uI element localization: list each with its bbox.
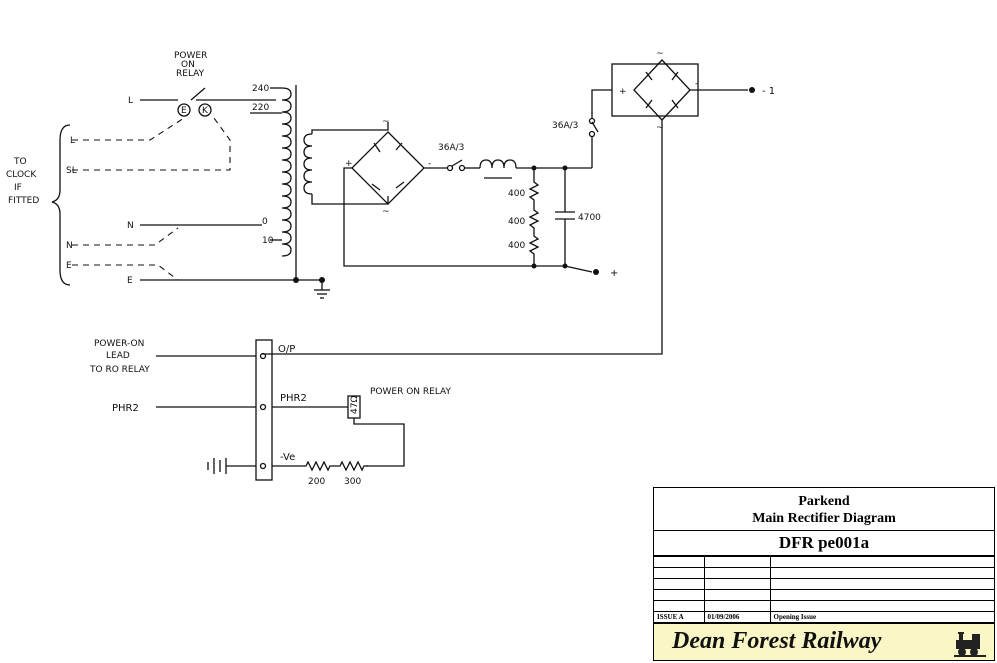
clock-note-line2: CLOCK bbox=[6, 170, 37, 180]
fuse-1-label: 36A/3 bbox=[438, 143, 464, 153]
bridge-2-ac-top: ~ bbox=[656, 49, 664, 59]
tap-240-label: 240 bbox=[252, 84, 269, 94]
relay-contact-e bbox=[177, 103, 191, 117]
resistor-3-label: 400 bbox=[508, 241, 525, 251]
revision-row bbox=[654, 600, 994, 612]
power-on-lead-line1: POWER-ON bbox=[94, 339, 144, 349]
input-l-top-label: L bbox=[128, 96, 133, 106]
title-location: Parkend bbox=[798, 494, 850, 509]
revision-issue: ISSUE A bbox=[654, 611, 705, 623]
clock-note-line3: IF bbox=[14, 183, 22, 193]
railway-name: Dean Forest Railway bbox=[672, 628, 882, 654]
transformer bbox=[281, 85, 389, 257]
railway-banner: Dean Forest Railway bbox=[654, 623, 994, 660]
input-e-bottom-label: E bbox=[127, 276, 133, 286]
terminal-strip-section: POWER-ON LEAD TO RO RELAY O/P PHR2 PHR2 … bbox=[89, 339, 452, 487]
terminal-op-label: O/P bbox=[278, 344, 295, 355]
revision-row bbox=[654, 589, 994, 601]
title-block-header: Parkend Main Rectifier Diagram bbox=[654, 488, 994, 531]
bridge-2-ac-bottom: ~ bbox=[656, 123, 664, 133]
bridge-1-ac-top: ~ bbox=[382, 117, 390, 127]
power-on-relay-top-line1: POWER bbox=[174, 51, 207, 61]
revision-date: 01/09/2006 bbox=[703, 611, 771, 623]
input-l-label: L bbox=[70, 136, 75, 146]
bridge-rectifier-1: ~ ~ + - bbox=[343, 117, 565, 267]
relay-contact-k-label: K bbox=[202, 106, 209, 116]
resistor-1-label: 400 bbox=[508, 189, 525, 199]
revision-description: Opening Issue bbox=[769, 611, 994, 623]
revision-table: ISSUE A 01/09/2006 Opening Issue bbox=[654, 556, 994, 623]
resistor-200-label: 200 bbox=[308, 477, 325, 487]
clock-note-line4: FITTED bbox=[8, 196, 39, 206]
input-e-label: E bbox=[66, 261, 72, 271]
power-on-relay-top-line3: RELAY bbox=[176, 69, 205, 79]
relay-contact-k bbox=[198, 103, 212, 117]
bridge-1-minus: - bbox=[428, 159, 431, 169]
fuse-2-label: 36A/3 bbox=[552, 121, 578, 131]
title-drawing-name: Main Rectifier Diagram bbox=[752, 511, 896, 526]
output-minus-label: - 1 bbox=[762, 86, 775, 97]
dc-output-section: 36A/3 400 400 400 4700 + 36A/3 bbox=[424, 89, 618, 279]
tap-0-label: 0 bbox=[262, 217, 268, 227]
drawing-number: DFR pe001a bbox=[654, 531, 994, 556]
resistor-300-label: 300 bbox=[344, 477, 361, 487]
revision-row-issue-a: ISSUE A 01/09/2006 Opening Issue bbox=[654, 611, 994, 623]
locomotive-logo-icon bbox=[954, 632, 986, 657]
bridge-1-ac-bottom: ~ bbox=[382, 207, 390, 217]
revision-row bbox=[654, 556, 994, 568]
output-plus-label: + bbox=[610, 268, 618, 279]
terminal-ve-label: -Ve bbox=[280, 452, 295, 463]
phr2-left-label: PHR2 bbox=[112, 403, 139, 414]
tap-10-label: 10 bbox=[262, 236, 274, 246]
mains-input-section: L E K POWER ON RELAY 240 220 L SL N E N … bbox=[6, 51, 330, 299]
power-on-relay-top-line2: ON bbox=[181, 60, 195, 70]
capacitor-label: 4700 bbox=[578, 213, 601, 223]
title-block: Parkend Main Rectifier Diagram DFR pe001… bbox=[653, 487, 995, 661]
input-n-top-label: N bbox=[127, 221, 134, 231]
clock-note-line1: TO bbox=[13, 157, 27, 167]
revision-row bbox=[654, 578, 994, 590]
power-on-lead-line2: LEAD bbox=[106, 351, 130, 361]
input-sl-label: SL bbox=[66, 166, 77, 176]
bridge-2-minus: - bbox=[695, 79, 698, 89]
relay-label: POWER ON RELAY bbox=[370, 387, 452, 397]
relay-value-label: 47Ω bbox=[350, 396, 360, 414]
resistor-2-label: 400 bbox=[508, 217, 525, 227]
terminal-strip bbox=[255, 339, 273, 481]
relay-contact-e-label: E bbox=[181, 106, 187, 116]
bridge-1-plus: + bbox=[345, 159, 353, 169]
tap-220-label: 220 bbox=[252, 103, 269, 113]
bridge-rectifier-2: ~ ~ + - - 1 bbox=[262, 49, 775, 355]
terminal-phr2-label: PHR2 bbox=[280, 393, 307, 404]
power-on-lead-line3: TO RO RELAY bbox=[89, 365, 150, 375]
input-n-label: N bbox=[66, 241, 73, 251]
bridge-2-plus: + bbox=[619, 87, 627, 97]
revision-row bbox=[654, 567, 994, 579]
